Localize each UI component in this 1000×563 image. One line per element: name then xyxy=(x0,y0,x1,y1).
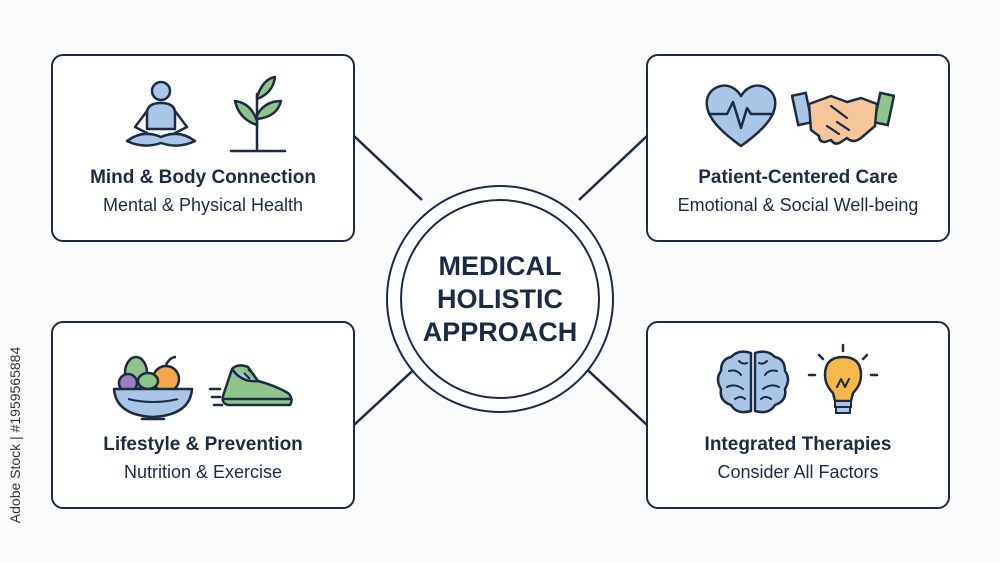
stock-watermark-id: Adobe Stock | #1959565884 xyxy=(7,347,23,524)
card-title: Lifestyle & Prevention xyxy=(103,434,303,455)
connector-bottom-left xyxy=(353,361,423,426)
fruit-bowl-icon xyxy=(112,355,194,421)
lightbulb-icon xyxy=(807,343,879,414)
center-title-line-1: MEDICAL xyxy=(438,250,562,281)
card-title: Patient-Centered Care xyxy=(698,167,898,188)
card-title: Integrated Therapies xyxy=(704,434,892,455)
running-shoe-icon xyxy=(208,364,293,407)
center-title-line-2: HOLISTIC xyxy=(437,283,563,314)
plant-sprout-icon xyxy=(229,75,287,153)
card-therapies: Integrated Therapies Consider All Factor… xyxy=(646,321,950,509)
card-subtitle: Consider All Factors xyxy=(717,462,879,482)
card-icons xyxy=(53,68,353,164)
card-icons xyxy=(648,68,948,164)
handshake-icon xyxy=(791,91,895,145)
card-patient-centered: Patient-Centered Care Emotional & Social… xyxy=(646,54,950,242)
card-icons xyxy=(648,335,948,431)
connector-top-left xyxy=(353,135,423,201)
stock-id-text: Adobe Stock | #1959565884 xyxy=(7,347,23,524)
card-subtitle: Mental & Physical Health xyxy=(102,195,304,215)
center-hub: MEDICAL HOLISTIC APPROACH xyxy=(386,185,614,413)
card-subtitle: Emotional & Social Well-being xyxy=(677,195,919,215)
heart-pulse-icon xyxy=(705,84,777,148)
center-hub-inner: MEDICAL HOLISTIC APPROACH xyxy=(400,199,600,399)
brain-icon xyxy=(716,350,790,414)
center-title-line-3: APPROACH xyxy=(422,316,578,347)
connector-bottom-right xyxy=(578,361,648,426)
card-mind-body: Mind & Body Connection Mental & Physical… xyxy=(51,54,355,242)
card-subtitle: Nutrition & Exercise xyxy=(123,462,283,482)
card-lifestyle: Lifestyle & Prevention Nutrition & Exerc… xyxy=(51,321,355,509)
meditation-person-icon xyxy=(125,80,197,147)
card-title: Mind & Body Connection xyxy=(90,167,316,188)
card-icons xyxy=(53,335,353,431)
connector-top-right xyxy=(578,135,648,201)
